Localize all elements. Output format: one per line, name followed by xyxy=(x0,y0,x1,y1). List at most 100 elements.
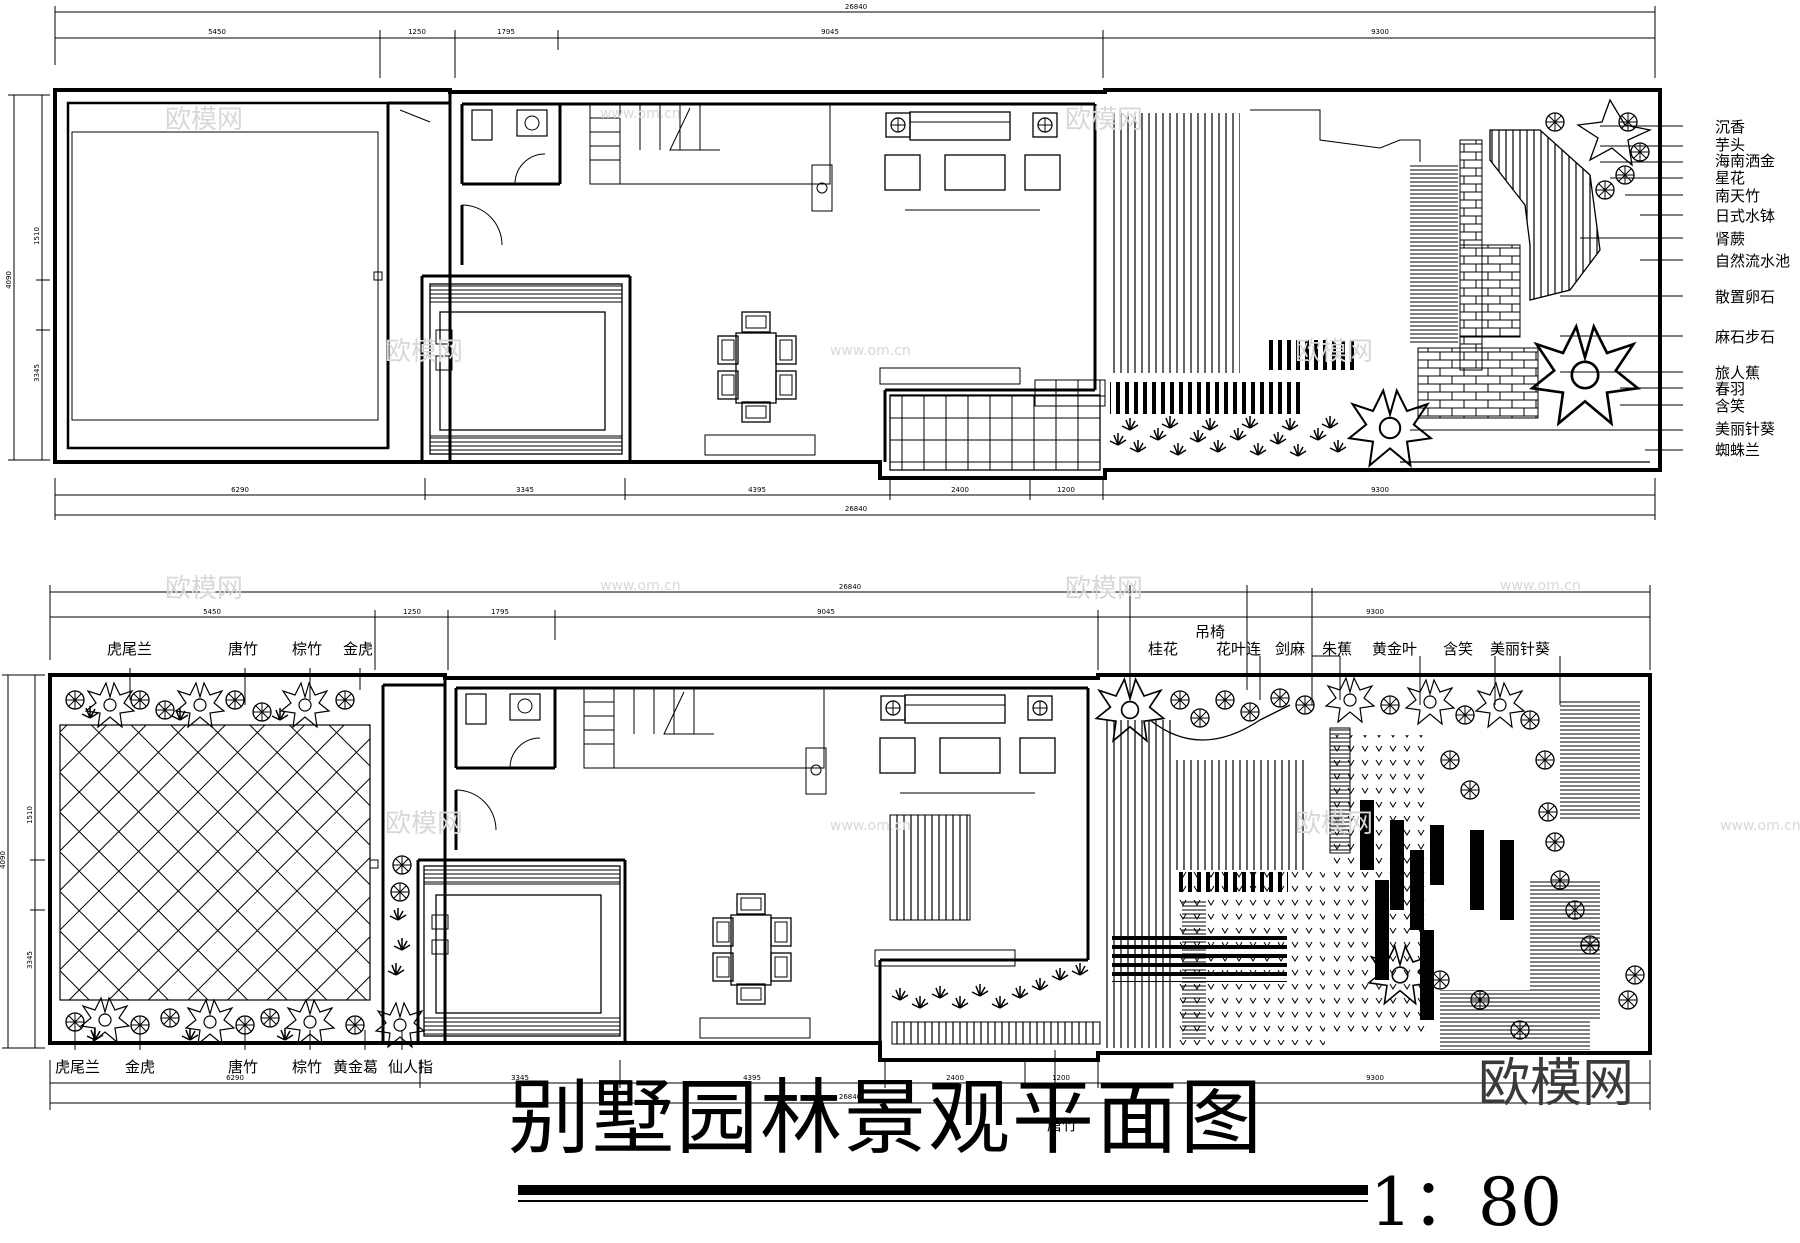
dim2-total-bottom: 26840 xyxy=(839,1093,861,1101)
dim2-bottom-4: 2400 xyxy=(946,1074,964,1082)
dim2-left-2: 1510 xyxy=(26,806,34,824)
label-water-bowl: 日式水钵 xyxy=(1715,207,1775,225)
drawing-scale: 1：80 xyxy=(1370,1164,1562,1241)
dim-bottom-6: 9300 xyxy=(1371,486,1389,494)
dim-left-3: 3345 xyxy=(33,364,41,382)
label-stream-pool: 自然流水池 xyxy=(1715,252,1790,270)
label-huweilan-bottom: 虎尾兰 xyxy=(55,1058,100,1076)
plant-labels-bottom-plan: 虎尾兰 唐竹 棕竹 金虎 桂花 吊椅 花叶连 剑麻 朱蕉 黄金叶 含笑 美丽针葵… xyxy=(55,623,1550,1134)
living-furniture-2 xyxy=(699,694,1056,1039)
watermark-url: www.om.cn xyxy=(830,343,911,359)
drawing-title: 别墅园林景观平面图 xyxy=(508,1071,1265,1166)
dim-left-2: 1510 xyxy=(33,227,41,245)
watermark-url: www.om.cn xyxy=(600,578,681,594)
label-zhujiao: 朱蕉 xyxy=(1322,640,1352,658)
title-underline-thick xyxy=(518,1185,1368,1195)
watermarks: 欧模网 欧模网 欧模网 欧模网 欧模网 欧模网 欧模网 欧模网 www.om.c… xyxy=(165,105,1800,839)
label-xianrenzhi: 仙人指 xyxy=(388,1058,433,1076)
staircase xyxy=(589,103,831,185)
dim-top-3: 1795 xyxy=(497,28,515,36)
planting-strip-top-left xyxy=(65,682,355,728)
dim-total-top: 26840 xyxy=(845,3,867,11)
left-room xyxy=(66,101,390,450)
label-meili-zhenkui: 美丽针葵 xyxy=(1715,420,1775,438)
watermark-text: 欧模网 xyxy=(1295,337,1373,367)
label-chunyu: 春羽 xyxy=(1715,380,1745,398)
label-zongzhu-top: 棕竹 xyxy=(292,640,322,658)
watermark-url: www.om.cn xyxy=(1500,578,1581,594)
leader-lines-2 xyxy=(74,585,1561,1110)
planting-strip-bottom-left xyxy=(65,997,365,1045)
label-shenjue: 肾蕨 xyxy=(1715,230,1745,248)
dimension-line-left-2 xyxy=(2,674,45,1049)
label-tangzhu-2: 唐竹 xyxy=(1047,1116,1077,1134)
dimension-line-top xyxy=(54,6,1656,78)
dim2-bottom-3: 4395 xyxy=(743,1074,761,1082)
dim2-top-5: 9300 xyxy=(1366,608,1384,616)
label-huangjinge: 黄金葛 xyxy=(333,1058,378,1076)
lattice-paving xyxy=(59,724,371,1001)
dim-bottom-3: 4395 xyxy=(748,486,766,494)
dim2-top-2: 1250 xyxy=(403,608,421,616)
label-stepping-stones: 麻石步石 xyxy=(1715,328,1775,346)
label-xinghua: 星花 xyxy=(1715,169,1745,187)
dim-bottom-2: 3345 xyxy=(516,486,534,494)
plan-bottom: 26840 5450 1250 1795 9045 9300 4090 1510… xyxy=(0,583,1652,1134)
label-meili-zhenkui-2: 美丽针葵 xyxy=(1490,640,1550,658)
garden-bottom xyxy=(1095,677,1645,1050)
watermark-url: www.om.cn xyxy=(830,818,911,834)
watermark-text: 欧模网 xyxy=(1065,105,1143,135)
dim2-bottom-5: 1200 xyxy=(1052,1074,1070,1082)
dim2-top-1: 5450 xyxy=(203,608,221,616)
label-hanxiao-2: 含笑 xyxy=(1443,640,1473,658)
living-furniture xyxy=(704,111,1061,456)
dim2-top-4: 9045 xyxy=(817,608,835,616)
plant-legend-top: 沉香 芋头 海南洒金 星花 南天竹 日式水钵 肾蕨 自然流水池 散置卵石 麻石步… xyxy=(1715,118,1790,459)
watermark-url: www.om.cn xyxy=(600,106,681,122)
dim2-top-3: 1795 xyxy=(491,608,509,616)
watermark-text: 欧模网 xyxy=(1065,574,1143,604)
dim-left-1: 4090 xyxy=(5,271,13,289)
label-huweilan-top: 虎尾兰 xyxy=(107,640,152,658)
label-tangzhu-bottom: 唐竹 xyxy=(228,1058,258,1076)
watermark-text: 欧模网 xyxy=(385,809,463,839)
label-lvrenjiao: 旅人蕉 xyxy=(1715,364,1760,382)
dim2-bottom-6: 9300 xyxy=(1366,1074,1384,1082)
label-yutou: 芋头 xyxy=(1715,136,1745,154)
dim-bottom-5: 1200 xyxy=(1057,486,1075,494)
watermark-text: 欧模网 xyxy=(165,574,243,604)
label-tangzhu-top: 唐竹 xyxy=(228,640,258,658)
dimension-line-bottom-2 xyxy=(49,1060,1651,1110)
dim-top-5: 9300 xyxy=(1371,28,1389,36)
watermark-url: www.om.cn xyxy=(1720,818,1800,834)
label-nantianzhu: 南天竹 xyxy=(1715,187,1760,205)
dim-bottom-4: 2400 xyxy=(951,486,969,494)
dimension-line-left xyxy=(8,94,50,461)
label-huayelian: 花叶连 xyxy=(1216,640,1261,658)
dim2-left-3: 3345 xyxy=(26,951,34,969)
plan-top: 26840 5450 1250 1795 9045 9300 4090 1510… xyxy=(5,3,1790,520)
garden-top xyxy=(1109,98,1653,467)
grass-strip-2 xyxy=(891,962,1089,1009)
staircase-2 xyxy=(583,687,825,769)
label-hanxiao: 含笑 xyxy=(1715,397,1745,415)
dimension-line-bottom xyxy=(54,478,1656,520)
watermark-text: 欧模网 xyxy=(385,337,463,367)
dim2-bottom-2: 3345 xyxy=(511,1074,529,1082)
watermark-text: 欧模网 xyxy=(165,105,243,135)
label-jinhu-top: 金虎 xyxy=(343,640,373,658)
dim2-total-top: 26840 xyxy=(839,583,861,591)
watermark-text: 欧模网 xyxy=(1295,809,1373,839)
label-zhizhulan: 蜘蛛兰 xyxy=(1715,441,1760,459)
label-guihua: 桂花 xyxy=(1148,640,1178,658)
tile-paving xyxy=(889,394,1101,471)
label-pebbles: 散置卵石 xyxy=(1715,288,1775,306)
dim-total-bottom: 26840 xyxy=(845,505,867,513)
dim2-left-1: 4090 xyxy=(0,851,7,869)
label-diaoyi: 吊椅 xyxy=(1195,623,1225,641)
label-hainan-sajin: 海南洒金 xyxy=(1715,152,1775,170)
brand-watermark: 欧模网 xyxy=(1478,1054,1635,1114)
label-jinhu-bottom: 金虎 xyxy=(125,1058,155,1076)
interior-walls-2 xyxy=(416,678,1090,1043)
